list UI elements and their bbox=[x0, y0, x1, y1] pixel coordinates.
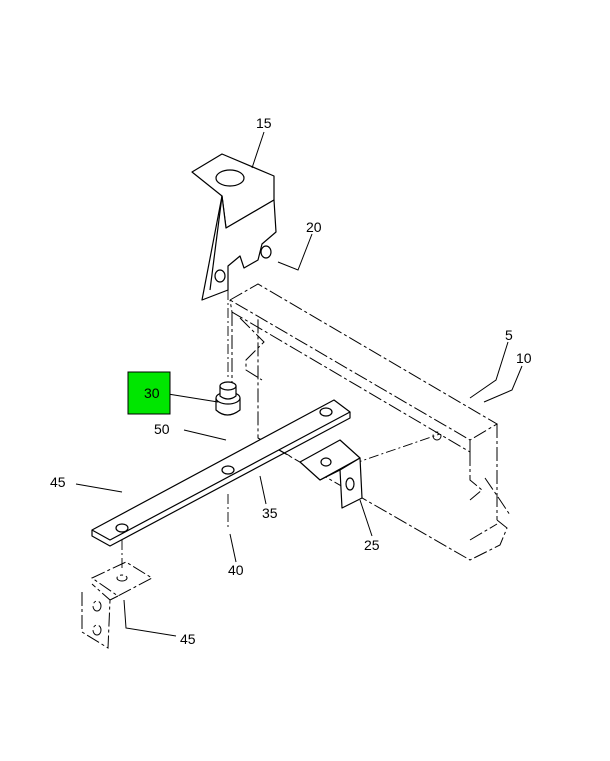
callout-10[interactable]: 10 bbox=[516, 350, 532, 366]
bracket-15 bbox=[191, 153, 277, 301]
highlight-box-30[interactable] bbox=[127, 371, 171, 415]
leader-lines bbox=[75, 131, 523, 637]
callout-15[interactable]: 15 bbox=[256, 115, 272, 131]
grommet-30 bbox=[215, 381, 241, 416]
bracket-45-lower bbox=[81, 540, 154, 649]
callout-35[interactable]: 35 bbox=[262, 505, 278, 521]
callout-50[interactable]: 50 bbox=[154, 421, 170, 437]
callout-45-lower[interactable]: 45 bbox=[180, 631, 196, 647]
strap-35 bbox=[91, 399, 351, 547]
callout-5[interactable]: 5 bbox=[505, 327, 513, 343]
callout-20[interactable]: 20 bbox=[306, 219, 322, 235]
callout-45-upper[interactable]: 45 bbox=[50, 474, 66, 490]
callout-30[interactable]: 30 bbox=[144, 385, 160, 401]
callout-40[interactable]: 40 bbox=[228, 562, 244, 578]
bracket-25 bbox=[299, 439, 363, 509]
callout-25[interactable]: 25 bbox=[364, 537, 380, 553]
